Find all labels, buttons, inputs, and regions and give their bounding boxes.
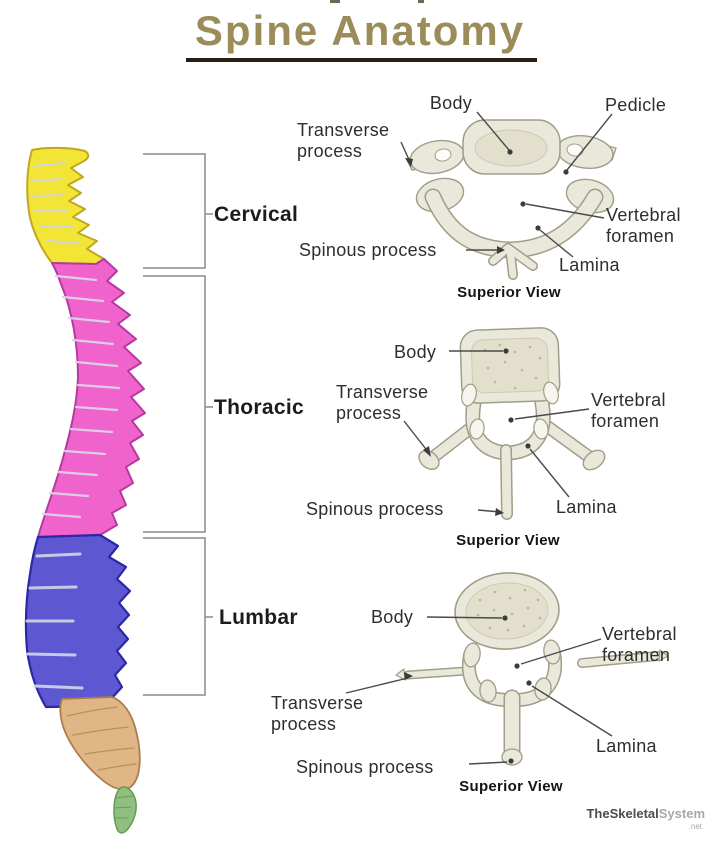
thoracic-left-pedicle-knob: [469, 418, 485, 440]
label-cervical-pedicle: Pedicle: [605, 95, 667, 115]
label-cervical-spinous-process: Spinous process: [299, 240, 437, 260]
label-thoracic-body: Body: [394, 342, 437, 362]
label-lumbar-lamina: Lamina: [596, 736, 657, 756]
label-thoracic-transverse-process: Transverse process: [336, 382, 429, 424]
leader-dots: [502, 149, 569, 764]
pointer-lumbar-foramen: [520, 638, 602, 665]
pointer-cervical-pedicle: [566, 113, 613, 171]
spine-thoracic-segment: [37, 258, 146, 538]
leader-arrowheads: [404, 158, 505, 680]
caption-lumbar-superior-view: Superior View: [459, 778, 563, 795]
label-thoracic-vertebral-foramen: Vertebral foramen: [591, 390, 666, 432]
label-cervical-transverse-process: Transverse process: [297, 120, 390, 162]
thoracic-transverse-processes: [418, 417, 606, 471]
title-underline: [186, 58, 537, 62]
lumbar-body-speckles: [476, 588, 542, 632]
thoracic-disc-lines: [41, 274, 121, 519]
spine-coccyx-segment: [113, 786, 137, 834]
spine-cervical-segment: [26, 146, 105, 265]
section-brackets: [143, 153, 213, 696]
thoracic-body-shading: [471, 337, 550, 394]
label-lumbar-spinous-process: Spinous process: [296, 757, 434, 777]
pointer-lumbar-transverse: [345, 677, 409, 694]
cervical-body-shading: [474, 129, 548, 167]
thoracic-left-facet: [461, 383, 477, 407]
lumbar-transverse-processes: [395, 649, 669, 681]
pointer-lumbar-lamina: [531, 685, 613, 737]
pointer-thoracic-foramen: [514, 408, 590, 420]
lumbar-vertebra-figure: [395, 572, 669, 766]
section-label-lumbar: Lumbar: [219, 606, 298, 629]
lumbar-body-shading: [465, 582, 549, 640]
cervical-spinous-process: [488, 243, 538, 280]
lumbar-left-superior-articular-process: [463, 642, 481, 668]
label-thoracic-lamina: Lamina: [556, 497, 617, 517]
label-lumbar-transverse-process: Transverse process: [271, 693, 364, 735]
cropped-text-remnant: [330, 0, 340, 3]
cervical-bracket: [143, 153, 206, 269]
lumbar-spinous-process: [501, 689, 523, 766]
pointer-cervical-lamina: [539, 229, 574, 258]
cervical-right-transverse-process: [556, 134, 614, 170]
label-thoracic-spinous-process: Spinous process: [306, 499, 444, 519]
coccyx-segment-lines: [113, 795, 134, 819]
watermark: TheSkeletalSystem .net: [586, 806, 705, 831]
thoracic-spinous-process: [500, 444, 513, 520]
label-cervical-body: Body: [429, 93, 473, 113]
section-label-thoracic: Thoracic: [214, 396, 304, 419]
thoracic-right-facet: [543, 381, 559, 405]
caption-thoracic-superior-view: Superior View: [456, 532, 560, 549]
pointer-cervical-foramen: [525, 203, 605, 219]
spine-sacrum-segment: [59, 696, 141, 791]
thoracic-body-speckles: [483, 343, 542, 390]
leader-lines: [345, 111, 613, 765]
sacrum-segment-lines: [66, 706, 137, 771]
cropped-text-remnant: [418, 0, 424, 3]
thoracic-vertebra-figure: [418, 327, 606, 520]
pointer-thoracic-transverse: [403, 420, 430, 454]
label-lumbar-vertebral-foramen: Vertebral foramen: [602, 624, 677, 666]
spine-lumbar-segment: [24, 533, 132, 709]
watermark-name-light: System: [658, 806, 705, 821]
pointer-thoracic-lamina: [529, 448, 570, 498]
section-label-cervical: Cervical: [214, 203, 299, 226]
label-lumbar-body: Body: [371, 607, 414, 627]
label-cervical-vertebral-foramen: Vertebral foramen: [606, 205, 681, 247]
pointer-cervical-body: [476, 111, 510, 151]
label-cervical-lamina: Lamina: [559, 255, 620, 275]
cervical-left-transverse-foramen: [434, 148, 452, 162]
lumbar-disc-lines: [25, 552, 84, 690]
lumbar-right-superior-articular-process: [543, 639, 561, 665]
watermark-tld: .net: [688, 822, 702, 831]
thoracic-right-pedicle-knob: [533, 418, 549, 440]
spine-lateral-illustration: [24, 146, 146, 834]
watermark-name-bold: TheSkeletal: [586, 806, 659, 821]
thoracic-bracket: [143, 275, 206, 533]
lumbar-bracket: [143, 537, 206, 696]
caption-cervical-superior-view: Superior View: [457, 284, 561, 301]
lumbar-left-inferior-articular-process: [479, 679, 497, 703]
pointer-lumbar-spinous: [468, 761, 508, 765]
cervical-disc-lines: [30, 162, 80, 244]
pointer-lumbar-body: [426, 616, 503, 619]
cervical-vertebra-figure: [406, 119, 617, 280]
page-title: Spine Anatomy: [194, 7, 526, 54]
